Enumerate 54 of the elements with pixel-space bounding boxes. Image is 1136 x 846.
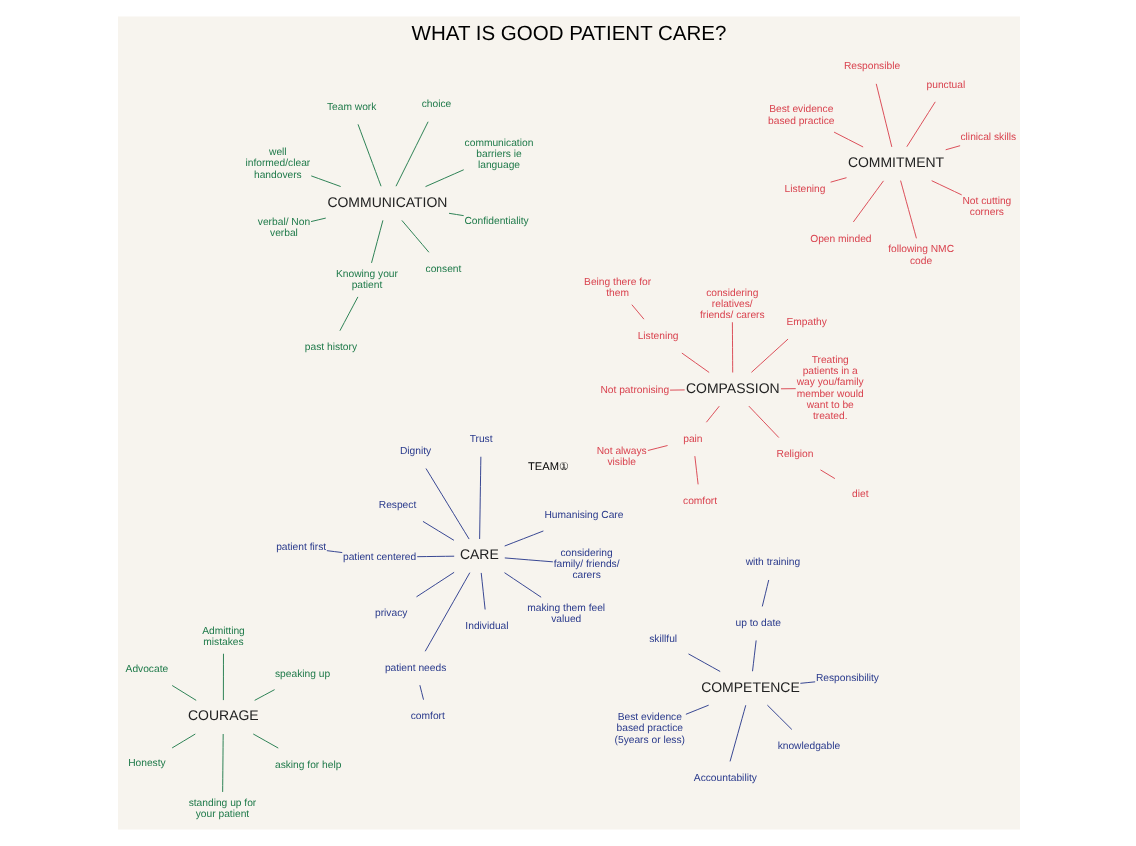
connector <box>798 681 815 684</box>
connector <box>170 685 196 701</box>
connector <box>728 704 746 762</box>
connector <box>251 733 278 749</box>
connector <box>503 557 553 563</box>
connector <box>730 321 733 373</box>
connector <box>684 704 709 715</box>
connector <box>779 388 796 390</box>
connector <box>760 579 769 607</box>
connector <box>370 219 383 264</box>
connector <box>253 689 275 701</box>
connector <box>680 352 709 373</box>
connector <box>693 455 698 485</box>
connector <box>479 572 485 610</box>
connector <box>503 530 543 547</box>
connector <box>415 555 454 558</box>
connector <box>423 572 470 652</box>
connector <box>338 296 358 332</box>
connector <box>646 445 668 451</box>
connector <box>478 456 481 540</box>
connector <box>356 123 381 187</box>
connector <box>503 572 541 598</box>
connector <box>832 131 863 148</box>
connector <box>424 169 464 188</box>
connector <box>851 180 883 223</box>
connector <box>447 212 464 217</box>
connector <box>930 180 962 196</box>
connector <box>394 121 428 187</box>
connector <box>309 175 341 187</box>
connector <box>750 338 788 373</box>
connector <box>415 571 454 598</box>
connector <box>309 217 326 223</box>
connector <box>687 653 720 672</box>
connector <box>668 389 685 391</box>
connector <box>325 550 342 554</box>
connector <box>400 219 429 253</box>
connector <box>421 520 454 541</box>
connector <box>704 405 719 423</box>
connector <box>418 684 423 701</box>
connector <box>765 704 792 730</box>
connector <box>899 180 916 239</box>
connector <box>221 733 223 793</box>
connector <box>630 304 644 320</box>
connector <box>221 653 223 701</box>
connector <box>747 405 779 439</box>
connector <box>874 83 892 148</box>
diagram-title: WHAT IS GOOD PATIENT CARE? <box>410 24 726 47</box>
connector <box>819 469 835 480</box>
connector <box>944 145 960 151</box>
connector <box>170 733 195 749</box>
connector <box>905 101 935 148</box>
connector <box>751 640 756 672</box>
connector <box>424 468 469 540</box>
connector <box>829 177 846 183</box>
